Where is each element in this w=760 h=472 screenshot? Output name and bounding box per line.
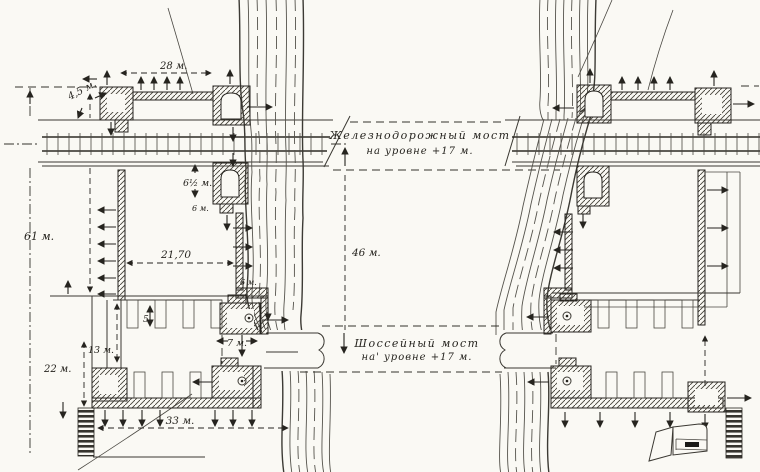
firing-arrows (59, 68, 755, 430)
dim-6m-upper: 6 м. (192, 204, 209, 213)
flank-wall-left (117, 169, 126, 301)
highway-bridge-label: Шоссейный мост (353, 337, 479, 350)
railway-track-left (38, 115, 351, 168)
redoubt-south-wall-left (91, 397, 262, 409)
riverbank-wall-right (564, 213, 573, 291)
pier-blockhouse-lower-right (576, 165, 610, 207)
dim-22m: 22 м. (43, 364, 71, 375)
dim-7m: 7 м. (227, 338, 247, 349)
dim-21-70: 21,70 (160, 249, 191, 261)
highway-bridge-level: на' уровне +17 м. (362, 352, 473, 363)
dim-13m: 13 м. (88, 345, 114, 356)
flank-wall-right (697, 169, 706, 326)
dim-33m: 33 м. (166, 415, 195, 427)
railway-track-right (504, 115, 760, 167)
railway-centerline (4, 121, 560, 171)
revetment-ladder-left (77, 407, 95, 457)
dim-4-5m: 4,5 м. (65, 79, 98, 104)
connecting-wall-left (132, 91, 214, 101)
dim-6m-lower: 6 м. (240, 278, 257, 287)
casemate-3d-sketch (648, 423, 708, 462)
dim-6-5m: 6½ м. (183, 178, 212, 189)
connecting-wall-right (610, 91, 696, 101)
highway-bridge (262, 325, 558, 373)
left-highway-redoubt (50, 294, 262, 457)
railway-bridge-label: Железнодорожный мост (328, 129, 510, 142)
river-right (495, 0, 597, 472)
dim-46m: 46 м. (351, 247, 381, 259)
dim-61m: 61 м. (24, 230, 54, 243)
railway-bridge-level: на уровне +17 м. (366, 146, 473, 157)
dimension-lines (15, 69, 759, 455)
right-railway-bridgehead (543, 84, 741, 335)
revetment-ladder-right (725, 407, 743, 459)
text-labels: Железнодорожный мост на уровне +17 м. Шо… (24, 61, 510, 427)
right-highway-redoubt (550, 292, 743, 459)
dim-28m: 28 м. (159, 61, 187, 72)
dim-5: 5 (143, 315, 149, 325)
embrasure-slit (685, 442, 699, 447)
